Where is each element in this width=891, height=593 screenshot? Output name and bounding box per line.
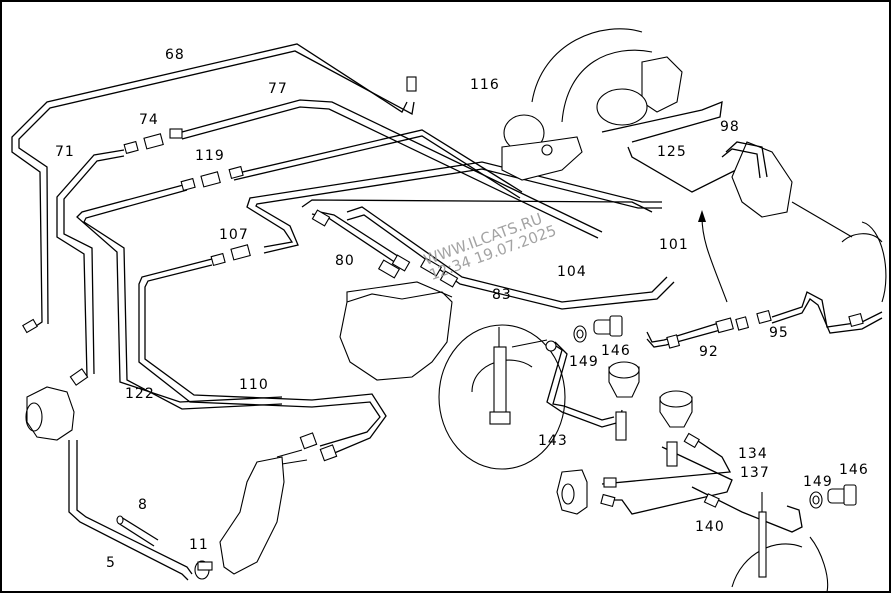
brake-line-137[interactable] xyxy=(600,441,733,515)
connector-74[interactable] xyxy=(123,133,164,155)
callout-104[interactable]: 104 xyxy=(557,264,587,280)
callout-107[interactable]: 107 xyxy=(219,227,249,243)
callout-122[interactable]: 122 xyxy=(125,386,155,402)
front-disc-brake-right xyxy=(731,492,829,591)
brake-hose-92[interactable] xyxy=(646,316,750,349)
washer-149-top[interactable] xyxy=(573,325,587,343)
callout-5[interactable]: 5 xyxy=(106,555,116,571)
callout-8[interactable]: 8 xyxy=(138,497,148,513)
callout-149-bottom[interactable]: 149 xyxy=(803,474,833,490)
callout-95[interactable]: 95 xyxy=(769,325,789,341)
abs-unit xyxy=(501,114,583,181)
callout-146-bottom[interactable]: 146 xyxy=(839,462,869,478)
callout-11[interactable]: 11 xyxy=(189,537,209,553)
callout-137[interactable]: 137 xyxy=(740,465,770,481)
fluid-reservoir xyxy=(219,449,308,575)
brake-line-95[interactable] xyxy=(756,291,883,334)
callout-119[interactable]: 119 xyxy=(195,148,225,164)
callout-71[interactable]: 71 xyxy=(55,144,75,160)
callout-80[interactable]: 80 xyxy=(335,253,355,269)
transmission-housing xyxy=(339,281,453,381)
callout-134[interactable]: 134 xyxy=(738,446,768,462)
hose-clamp-11[interactable] xyxy=(194,560,213,580)
brake-line-68[interactable] xyxy=(11,43,417,334)
brake-caliper xyxy=(556,469,588,515)
hose-8[interactable] xyxy=(116,515,159,547)
brake-hose-83[interactable] xyxy=(346,206,675,310)
callout-110[interactable]: 110 xyxy=(239,377,269,393)
rear-drum-brake xyxy=(531,28,763,193)
accumulator-1 xyxy=(608,361,640,398)
hose-5[interactable] xyxy=(68,440,193,581)
callout-125[interactable]: 125 xyxy=(657,144,687,160)
callout-146-top[interactable]: 146 xyxy=(601,343,631,359)
callout-77[interactable]: 77 xyxy=(268,81,288,97)
callout-98[interactable]: 98 xyxy=(720,119,740,135)
brake-line-77[interactable] xyxy=(169,99,603,239)
brake-line-140[interactable] xyxy=(691,486,803,533)
brake-line-119[interactable] xyxy=(76,129,523,410)
callout-92[interactable]: 92 xyxy=(699,344,719,360)
pump-housing xyxy=(25,386,75,441)
brake-line-71[interactable] xyxy=(56,149,125,386)
front-disc-brake-left xyxy=(438,324,566,470)
fitting xyxy=(169,128,183,139)
callout-68[interactable]: 68 xyxy=(165,47,185,63)
pointer-arrow xyxy=(698,210,728,303)
callout-140[interactable]: 140 xyxy=(695,519,725,535)
brake-line-134[interactable] xyxy=(601,432,732,488)
callout-101[interactable]: 101 xyxy=(659,237,689,253)
banjo-bolt-146-top[interactable] xyxy=(593,315,623,337)
callout-74[interactable]: 74 xyxy=(139,112,159,128)
washer-149-bottom[interactable] xyxy=(809,491,823,509)
brake-line-143[interactable] xyxy=(545,340,627,441)
accumulator-2 xyxy=(659,390,693,428)
callout-116[interactable]: 116 xyxy=(470,77,500,93)
callout-143[interactable]: 143 xyxy=(538,433,568,449)
fitting xyxy=(406,76,417,92)
banjo-bolt-146-bottom[interactable] xyxy=(827,484,857,506)
brake-line-107[interactable] xyxy=(138,161,662,462)
rear-differential xyxy=(721,141,887,303)
callout-149-top[interactable]: 149 xyxy=(569,354,599,370)
brake-hose-80[interactable] xyxy=(301,199,653,279)
callout-83[interactable]: 83 xyxy=(492,287,512,303)
